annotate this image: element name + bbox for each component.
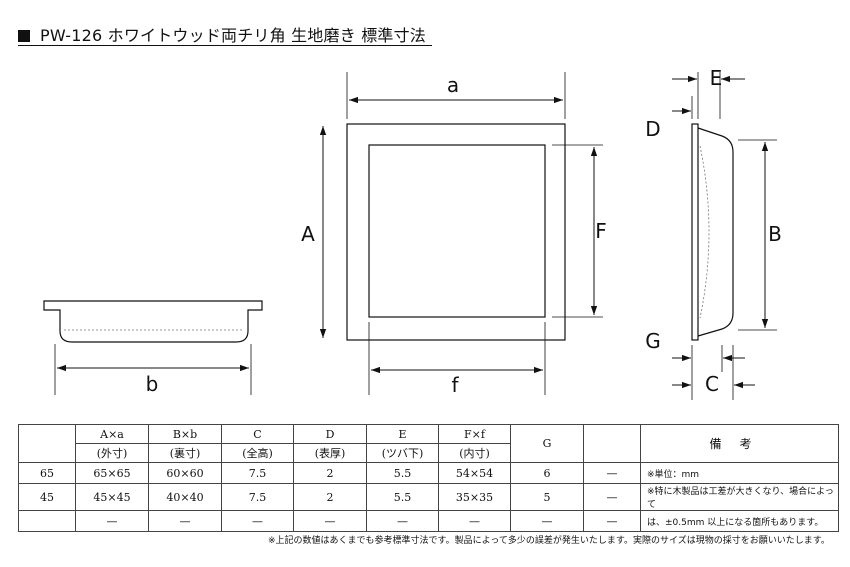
table-cell: — xyxy=(75,510,149,532)
table-cell: — xyxy=(221,510,294,532)
table-row: 45 45×45 40×40 7.5 2 5.5 35×35 5 — ※特に木製… xyxy=(18,483,839,511)
spec-table: A×a B×b C D E F×f G 備考 (外寸) (裏寸) (全高) (表… xyxy=(18,424,839,532)
table-cell: 5.5 xyxy=(366,462,439,484)
header-cell xyxy=(583,424,641,463)
header-sub-cell: (ツバ下) xyxy=(366,443,439,463)
table-cell: — xyxy=(583,510,641,532)
header-sub-cell: (外寸) xyxy=(75,443,149,463)
bottom-side-view xyxy=(43,300,263,395)
remark-line: ※特に木製品は工差が大きくなり、場合によって xyxy=(640,483,839,511)
header-cell: G xyxy=(510,424,584,463)
table-cell: 5.5 xyxy=(366,483,439,511)
header-cell: D xyxy=(293,424,367,444)
inner-frame xyxy=(368,144,546,318)
header-cell xyxy=(18,424,76,463)
title-underline xyxy=(18,45,432,46)
remarks-header: 備考 xyxy=(640,424,839,463)
table-cell: 6 xyxy=(510,462,584,484)
dim-label-f: f xyxy=(451,373,459,397)
header-cell: A×a xyxy=(75,424,149,444)
footnote: ※上記の数値はあくまでも参考標準寸法です。製品によって多少の誤差が発生いたします… xyxy=(268,536,830,546)
table-cell: 2 xyxy=(293,462,367,484)
side-view xyxy=(672,72,777,400)
dim-label-A: A xyxy=(301,222,315,246)
dim-label-D: D xyxy=(645,117,660,141)
dim-label-F: F xyxy=(595,219,607,243)
dimension-drawing: a A F f b E D B G C xyxy=(43,66,782,400)
dim-label-a: a xyxy=(447,73,459,97)
table-cell: — xyxy=(293,510,367,532)
table-cell: — xyxy=(366,510,439,532)
table-cell: 5 xyxy=(510,483,584,511)
header-cell: C xyxy=(221,424,294,444)
table-cell: 2 xyxy=(293,483,367,511)
table-cell: — xyxy=(438,510,511,532)
header-sub-cell: (裏寸) xyxy=(148,443,222,463)
front-view xyxy=(319,72,603,395)
table-cell: 60×60 xyxy=(148,462,222,484)
table-cell: 7.5 xyxy=(221,462,294,484)
table-cell: 65×65 xyxy=(75,462,149,484)
table-cell: 65 xyxy=(18,462,76,484)
table-row: 65 65×65 60×60 7.5 2 5.5 54×54 6 — ※単位：m… xyxy=(18,462,839,484)
header-cell: E xyxy=(366,424,439,444)
dim-label-E: E xyxy=(710,66,723,90)
table-cell: 54×54 xyxy=(438,462,511,484)
header-cell: F×f xyxy=(438,424,511,444)
title-text: PW-126 ホワイトウッド両チリ角 生地磨き 標準寸法 xyxy=(40,26,426,45)
table-cell: — xyxy=(510,510,584,532)
table-row: — — — — — — — — は、±0.5mm 以上になる箇所もあります。 xyxy=(18,510,839,532)
remark-line: ※単位：mm xyxy=(640,462,839,484)
header-sub-cell: (表厚) xyxy=(293,443,367,463)
table-cell xyxy=(18,510,76,532)
dim-label-C: C xyxy=(705,372,719,396)
page-title: PW-126 ホワイトウッド両チリ角 生地磨き 標準寸法 xyxy=(18,22,426,46)
tray-profile xyxy=(43,300,263,343)
table-cell: — xyxy=(583,483,641,511)
side-body xyxy=(697,127,734,337)
table-cell: 35×35 xyxy=(438,483,511,511)
table-cell: — xyxy=(148,510,222,532)
table-cell: — xyxy=(583,462,641,484)
table-header-row: A×a B×b C D E F×f G 備考 xyxy=(18,424,839,463)
dim-label-B: B xyxy=(768,222,782,246)
header-cell: B×b xyxy=(148,424,222,444)
table-cell: 7.5 xyxy=(221,483,294,511)
square-bullet-icon xyxy=(18,30,30,42)
remark-line: は、±0.5mm 以上になる箇所もあります。 xyxy=(640,510,839,532)
table-cell: 45×45 xyxy=(75,483,149,511)
outer-frame xyxy=(346,123,566,341)
table-cell: 40×40 xyxy=(148,483,222,511)
header-sub-cell: (全高) xyxy=(221,443,294,463)
dim-label-G: G xyxy=(645,329,661,353)
table-cell: 45 xyxy=(18,483,76,511)
header-sub-cell: (内寸) xyxy=(438,443,511,463)
front-plate xyxy=(691,123,699,341)
dim-label-b: b xyxy=(146,372,159,396)
